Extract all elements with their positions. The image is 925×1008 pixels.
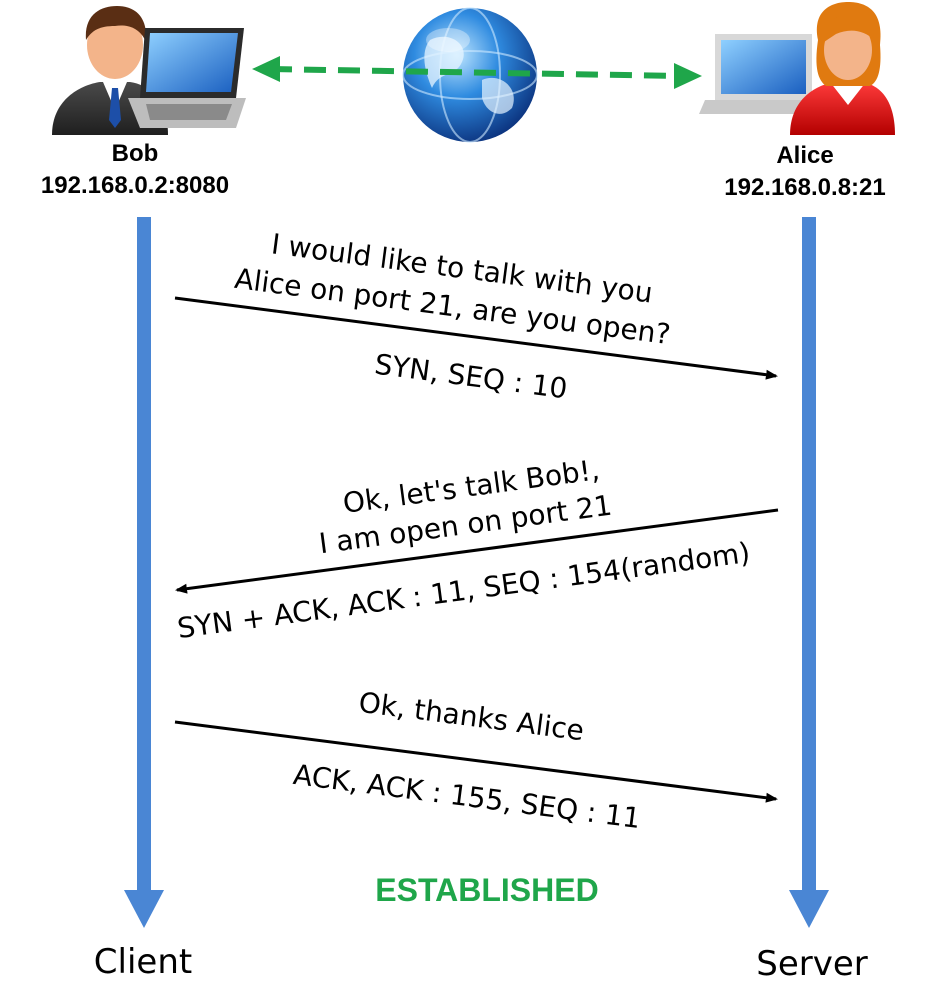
globe-icon [402, 7, 538, 143]
bob-person-icon [52, 6, 168, 135]
alice-person-icon [790, 2, 895, 135]
client-role-label: Client [93, 942, 193, 982]
server-role-label: Server [756, 944, 868, 984]
syn-ack-arrow [175, 508, 779, 594]
server-lifeline [789, 217, 829, 928]
server-name: Alice [776, 142, 834, 169]
connection-status: ESTABLISHED [375, 872, 599, 908]
client-address: 192.168.0.2:8080 [40, 172, 230, 199]
ack-arrow [174, 720, 778, 803]
client-lifeline [124, 217, 164, 928]
syn-arrow [174, 296, 778, 380]
server-address: 192.168.0.8:21 [724, 174, 886, 201]
alice-laptop-icon [699, 34, 828, 114]
bob-laptop-icon [128, 28, 246, 128]
network-link-arrow [252, 56, 702, 89]
client-name: Bob [111, 140, 159, 167]
